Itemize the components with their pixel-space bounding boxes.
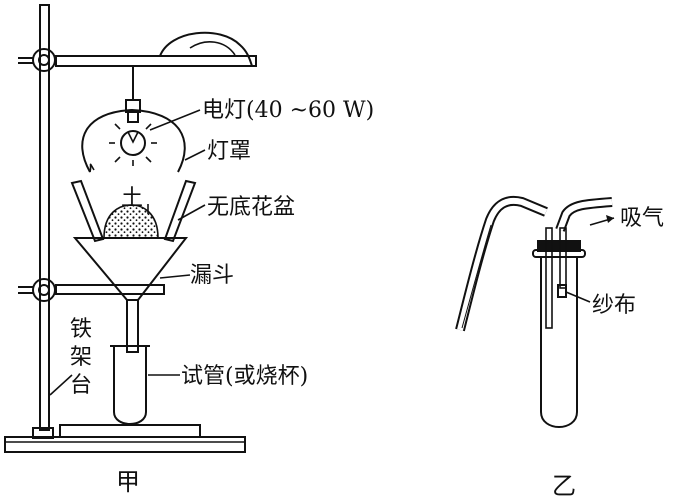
stand-rod bbox=[39, 4, 50, 431]
collection-tube bbox=[540, 257, 578, 428]
light-rays-icon bbox=[109, 123, 157, 166]
inner-glass-tubes bbox=[545, 227, 567, 329]
label-pot: 无底花盆 bbox=[207, 195, 295, 220]
funnel bbox=[72, 237, 189, 353]
suction-arrow-icon bbox=[589, 215, 615, 226]
label-gauze: 纱布 bbox=[592, 293, 636, 318]
aspirator-apparatus: 吸气 纱布 乙 bbox=[455, 196, 664, 500]
label-test-tube: 试管(或烧杯) bbox=[181, 364, 308, 389]
lamp bbox=[109, 66, 157, 166]
upper-clamp bbox=[18, 31, 257, 72]
lampshade bbox=[81, 108, 186, 173]
lower-clamp bbox=[18, 278, 165, 302]
gauze bbox=[557, 284, 591, 303]
rubber-stopper bbox=[532, 240, 586, 258]
suction-tube bbox=[555, 197, 613, 232]
label-suction: 吸气 bbox=[620, 206, 664, 231]
label-funnel: 漏斗 bbox=[190, 263, 234, 288]
label-soil: 土 bbox=[121, 186, 143, 211]
label-lamp: 电灯(40 ~60 W) bbox=[202, 98, 374, 123]
label-stand-2: 架 bbox=[70, 345, 92, 370]
collection-hose bbox=[455, 196, 548, 332]
caption-right: 乙 bbox=[552, 472, 576, 500]
test-tube bbox=[110, 345, 150, 425]
caption-left: 甲 bbox=[116, 468, 140, 496]
label-stand-3: 台 bbox=[70, 373, 92, 398]
soil-mound bbox=[103, 204, 159, 239]
label-lampshade: 灯罩 bbox=[207, 139, 251, 164]
label-stand-1: 铁 bbox=[70, 317, 92, 342]
tullgren-funnel-apparatus: 电灯(40 ~60 W) 灯罩 土 无底花盆 漏斗 试管(或烧杯) 铁 架 台 … bbox=[4, 4, 374, 496]
leader-lines bbox=[49, 109, 206, 396]
